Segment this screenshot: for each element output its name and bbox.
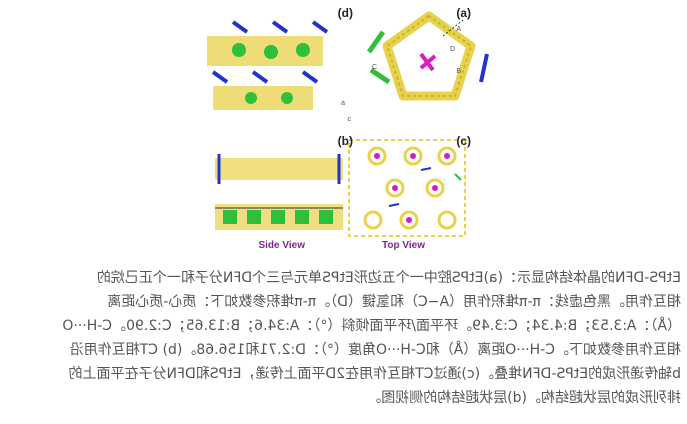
panel-label-b: (b) bbox=[337, 134, 353, 148]
caption-line-2: 相互作用。黑色虚线：π-π堆积作用（A−C）和氢键（D）。π-π堆积参数如下：质… bbox=[107, 294, 681, 310]
panel-label-d: (d) bbox=[337, 6, 353, 20]
caption-line-4: 相互作用参数如下。C-H···O距离（Å）和C-H···O角度（°）：D:2.7… bbox=[69, 342, 681, 358]
figure: (a) (d) (c) (b) A B C D a c Top View Sid… bbox=[207, 6, 489, 251]
interaction-label-d: D bbox=[449, 46, 455, 53]
interaction-label-b: B bbox=[456, 68, 461, 75]
side-view-label: Side View bbox=[258, 240, 305, 251]
panel-a-structure bbox=[366, 11, 489, 101]
panel-b-structure bbox=[215, 154, 343, 230]
interaction-label-a: A bbox=[456, 26, 461, 33]
panel-label-a: (a) bbox=[456, 6, 471, 20]
top-view-label: Top View bbox=[382, 240, 425, 251]
caption-line-3: （Å）：A:3.53；B:4.34；C:3.49。环平面/环平面倾斜（°）：A:… bbox=[62, 318, 681, 334]
panel-label-c: (c) bbox=[456, 134, 471, 148]
panel-c-structure bbox=[348, 139, 466, 237]
caption-line-5: b轴传递形成的EtPS-DFN堆叠。(c)通过CT相互作用在2D平面上传递，Et… bbox=[68, 366, 681, 382]
axis-label-c: c bbox=[347, 116, 352, 123]
caption-line-6: 排列形成的层状超结构。(d)层状超结构的侧视图。 bbox=[367, 390, 681, 406]
caption-line-1: EtPS-DFN的晶体结构显示：(a)EtPS腔中一个五边形EtPS单元与三个D… bbox=[96, 270, 681, 286]
axis-label-a: a bbox=[341, 100, 345, 107]
interaction-label-c: C bbox=[371, 64, 377, 71]
figure-caption: EtPS-DFN的晶体结构显示：(a)EtPS腔中一个五边形EtPS单元与三个D… bbox=[0, 266, 687, 410]
figure-graphics bbox=[207, 11, 489, 237]
panel-d-structure bbox=[207, 20, 329, 110]
